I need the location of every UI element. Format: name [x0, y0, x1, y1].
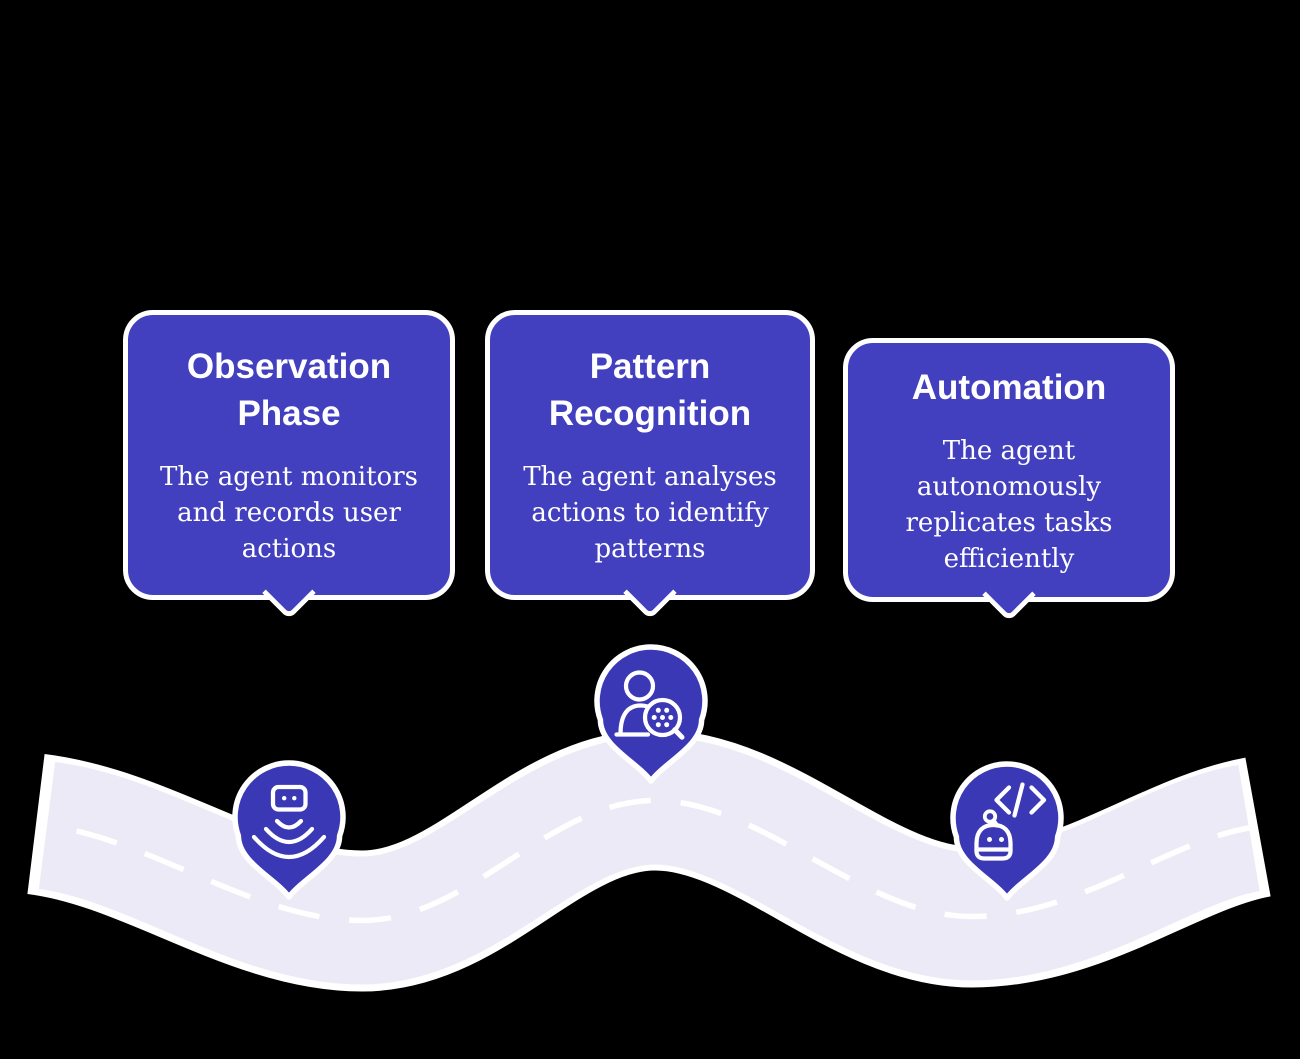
pin-observation — [232, 760, 346, 900]
pin-pattern-recognition — [594, 644, 708, 784]
card-body: The agent analyses actions to identify p… — [523, 462, 777, 564]
card-title: Observation Phase — [186, 347, 392, 433]
road-center-dashed-line — [46, 797, 1250, 924]
card-title: Pattern Recognition — [548, 347, 752, 433]
pin-shape — [232, 760, 346, 900]
card-title: Automation — [911, 367, 1107, 407]
card-observation-phase: Observation Phase The agent monitors and… — [123, 310, 455, 620]
person-pattern-magnifier-icon — [614, 670, 685, 740]
card-body: The agent monitors and records user acti… — [160, 462, 418, 564]
pin-automation — [950, 761, 1064, 901]
robot-code-icon — [974, 782, 1047, 861]
card-pattern-recognition: Pattern Recognition The agent analyses a… — [485, 310, 815, 620]
card-body: The agent autonomously replicates tasks … — [905, 435, 1113, 574]
motion-sensor-icon — [251, 784, 327, 860]
card-automation: Automation The agent autonomously replic… — [843, 338, 1175, 622]
